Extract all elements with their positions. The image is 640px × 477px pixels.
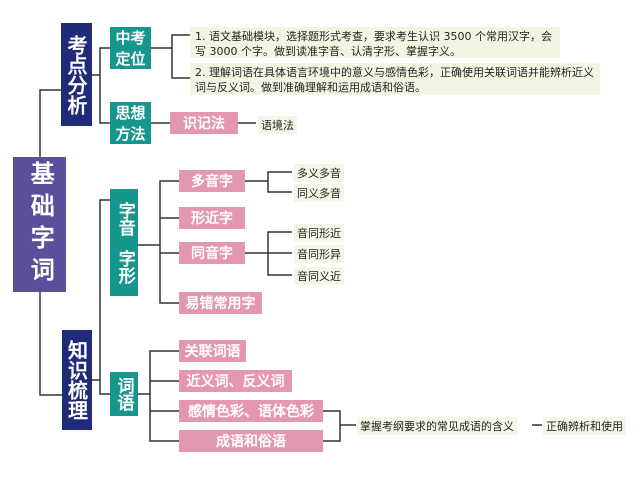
context-method: 语境法: [258, 116, 297, 134]
knowledge-label: 知识梳理: [64, 340, 89, 420]
positioning-node: 中考定位: [110, 27, 151, 69]
memorize-method: 识记法: [170, 112, 238, 134]
positioning-label: 中考定位: [115, 29, 146, 68]
note-1: 1. 语文基础模块，选择题形式考查，要求考生认识 3500 个常用汉字，会写 3…: [190, 27, 560, 58]
method-label: 思想方法: [115, 104, 146, 143]
zi-label-1: 字音: [114, 201, 135, 236]
common-error: 易错常用字: [179, 292, 262, 314]
leaf: 音同形异: [294, 245, 344, 263]
root-label: 基础字词: [26, 160, 55, 289]
note-2: 2. 理解词语在具体语言环境中的意义与感情色彩，正确使用关联词语并能辨析近义词与…: [190, 63, 600, 95]
zi-label-2: 字形: [114, 249, 135, 284]
homophone: 同音字: [179, 242, 245, 264]
similar-form: 形近字: [179, 207, 245, 229]
synonyms-antonyms: 近义词、反义词: [179, 370, 292, 392]
leaf: 音同形近: [294, 224, 344, 242]
ci-node: 词语: [110, 372, 138, 416]
idiom-note-2: 正确辨析和使用: [543, 417, 626, 435]
ci-label: 词语: [113, 377, 134, 411]
method-node: 思想方法: [110, 102, 151, 144]
leaf: 音同义近: [294, 267, 344, 285]
exam-label: 考点分析: [64, 34, 88, 115]
idioms: 成语和俗语: [179, 430, 323, 452]
polyphone: 多音字: [179, 170, 245, 192]
leaf: 同义多音: [294, 184, 344, 202]
idiom-note: 掌握考纲要求的常见成语的含义: [357, 417, 517, 435]
zi-node: 字音 字形: [110, 189, 138, 296]
conjunctions: 关联词语: [179, 340, 246, 362]
root-node: 基础字词: [13, 157, 66, 292]
leaf: 多义多音: [294, 164, 344, 182]
knowledge-node: 知识梳理: [62, 330, 92, 430]
emotional-color: 感情色彩、语体色彩: [179, 400, 323, 422]
exam-analysis-node: 考点分析: [61, 23, 92, 126]
